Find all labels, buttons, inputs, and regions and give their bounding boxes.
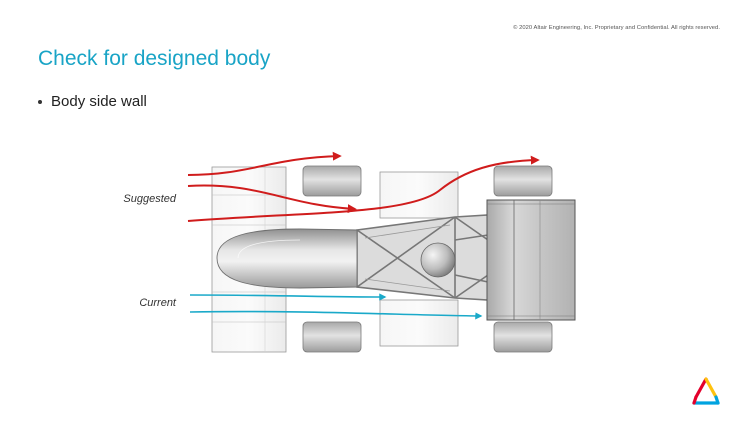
bullet-list: Body side wall xyxy=(38,93,147,110)
rear-tires xyxy=(493,165,553,353)
suggested-flow-line xyxy=(187,155,540,222)
nose-highlight xyxy=(237,239,301,259)
current-flow-line xyxy=(189,293,387,301)
label-current: Current xyxy=(139,297,176,309)
front-tires xyxy=(302,165,362,353)
label-suggested: Suggested xyxy=(123,193,176,205)
car-nose-body xyxy=(216,228,358,289)
bullet-item: Body side wall xyxy=(38,93,147,110)
bullet-text: Body side wall xyxy=(51,93,147,110)
slide-title: Check for designed body xyxy=(38,47,271,70)
rear-wing xyxy=(486,199,576,321)
suggested-flow-line xyxy=(187,151,342,176)
copyright-notice: © 2020 Altair Engineering, Inc. Propriet… xyxy=(513,25,720,31)
altair-triangle-logo-icon xyxy=(692,377,720,405)
side-panels xyxy=(379,171,459,347)
bullet-dot-icon xyxy=(38,99,42,104)
current-flow-line xyxy=(189,310,483,320)
driver-helmet xyxy=(420,242,456,278)
suggested-flow-line xyxy=(187,184,357,214)
suggested-airflow-lines xyxy=(187,151,540,222)
current-airflow-lines xyxy=(189,293,483,320)
